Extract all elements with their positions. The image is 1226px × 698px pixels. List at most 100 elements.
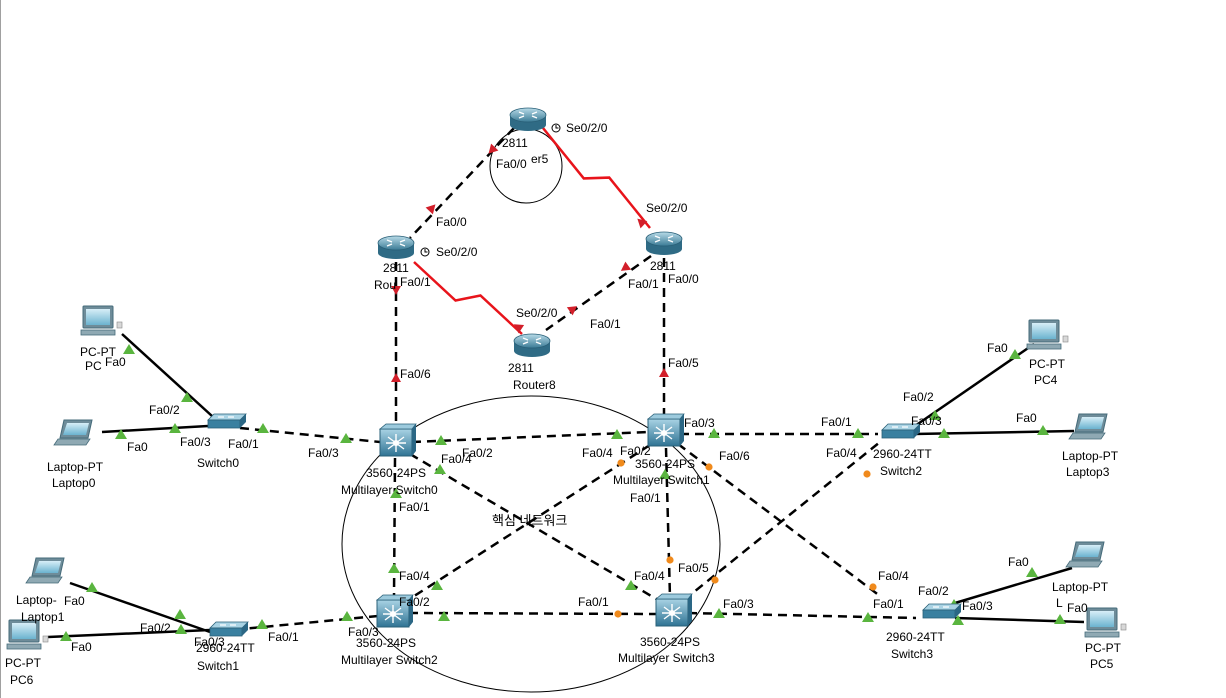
link-msw3-switch3-b-port-label: Fa0/1 <box>873 597 904 611</box>
link-msw0-msw2-a-status-light <box>390 488 402 498</box>
device-msw1-name-label: Multilayer Switch1 <box>613 473 710 487</box>
device-router6-name-label: Rou <box>374 278 396 292</box>
link-msw3-switch3-crossover-cable[interactable] <box>687 611 917 620</box>
link-pc5-switch3-a-status-light <box>1054 614 1066 624</box>
link-laptop3-switch2-b-status-light <box>938 428 950 438</box>
link-msw2-switch1-a-port-label: Fa0/3 <box>348 625 379 639</box>
laptop-icon <box>1068 413 1108 440</box>
laptop-icon <box>25 557 65 584</box>
device-pc5-model-label: PC-PT <box>1085 641 1122 655</box>
link-msw3-switch2-a-status-light <box>711 576 719 584</box>
link-msw3-switch3-a-port-label: Fa0/3 <box>723 597 754 611</box>
link-msw1-msw3-crossover-cable[interactable] <box>664 447 672 599</box>
link-msw2-switch1-b-status-light <box>256 619 268 629</box>
device-router8-name-label: Router8 <box>513 378 556 392</box>
link-msw1-switch2-a-status-light <box>708 428 720 438</box>
link-msw0-msw2-b-port-label: Fa0/4 <box>399 569 430 583</box>
link-laptop3-switch2-b-port-label: Fa0/3 <box>911 414 942 428</box>
link-msw3-switch2-crossover-cable[interactable] <box>683 441 881 601</box>
link-pc6-switch1-a-port-label: Fa0 <box>71 640 92 654</box>
link-msw1-msw2-crossover-cable[interactable] <box>407 443 651 602</box>
link-pc5-switch3-straight-cable[interactable] <box>954 616 1085 624</box>
link-router6-msw0-b-status-light <box>391 373 401 382</box>
link-msw0-msw1-a-status-light <box>435 435 447 445</box>
link-msw0-msw2-a-port-label: Fa0/1 <box>399 500 430 514</box>
link-router6-msw0-b-port-label: Fa0/6 <box>400 367 431 381</box>
link-router7-router8-a-status-light <box>620 261 632 271</box>
link-pc6-switch1-b-status-light <box>175 624 187 634</box>
link-pc0-switch0-straight-cable[interactable] <box>121 333 213 417</box>
link-laptop0-switch0-straight-cable[interactable] <box>101 424 209 434</box>
link-msw1-msw2-a-status-light <box>617 459 625 467</box>
link-msw2-msw3-a-status-light <box>438 611 450 621</box>
link-laptop1-switch1-a-port-label: Fa0 <box>64 594 85 608</box>
device-switch0[interactable]: Switch0 <box>197 413 247 470</box>
device-msw0-model-label: 3560-24PS <box>366 466 426 480</box>
link-pc4-switch2-b-status-light <box>929 410 941 420</box>
device-laptop2[interactable]: Laptop-PT L <box>1052 541 1109 610</box>
link-router5-router6-b-status-light <box>425 204 436 215</box>
link-msw0-msw3-crossover-cable[interactable] <box>409 452 659 602</box>
device-router7[interactable]: 2811 <box>645 231 683 273</box>
link-router7-router8-crossover-cable[interactable] <box>545 254 652 332</box>
link-laptop2-switch3-straight-cable[interactable] <box>954 566 1073 605</box>
multilayer-switch-icon <box>654 593 693 627</box>
link-laptop0-switch0-b-status-light <box>169 423 181 433</box>
link-router5-router6-crossover-cable[interactable] <box>409 127 515 239</box>
link-msw1-msw3-b-port-label: Fa0/5 <box>678 561 709 575</box>
device-router7-model-label: 2811 <box>650 259 676 273</box>
link-router7-router8-b-status-light <box>566 306 578 316</box>
link-msw3-switch3-b-status-light <box>862 612 874 622</box>
link-msw2-msw3-b-status-light <box>614 610 622 618</box>
link-msw2-switch1-a-status-light <box>341 611 353 621</box>
link-msw0-msw1-crossover-cable[interactable] <box>411 430 649 444</box>
router-icon <box>513 333 551 357</box>
device-laptop1[interactable]: Laptop-Laptop1 <box>16 557 65 624</box>
link-router6-msw0-a-port-label: Fa0/1 <box>400 275 431 289</box>
link-router5-router7-a-port-label: Se0/2/0 <box>566 121 608 135</box>
link-msw2-msw3-crossover-cable[interactable] <box>408 611 657 616</box>
link-msw1-switch3-crossover-cable[interactable] <box>677 443 881 597</box>
link-pc0-switch0-b-status-light <box>181 392 193 402</box>
device-router8-model-label: 2811 <box>508 361 534 375</box>
link-laptop1-switch1-b-port-label: Fa0/2 <box>140 621 171 635</box>
link-router6-router8-serial-cable[interactable] <box>413 261 523 335</box>
link-msw2-msw3-a-port-label: Fa0/2 <box>399 595 430 609</box>
link-msw1-msw3-b-status-light <box>666 556 674 564</box>
device-switch0-name-label: Switch0 <box>197 456 239 470</box>
device-msw3-model-label: 3560-24PS <box>640 635 700 649</box>
link-msw0-msw1-a-port-label: Fa0/2 <box>462 446 493 460</box>
link-laptop3-switch2-a-port-label: Fa0 <box>1016 411 1037 425</box>
multilayer-switch-icon <box>375 594 414 628</box>
link-msw1-switch3-a-port-label: Fa0/6 <box>719 449 750 463</box>
device-laptop2-model-label: Laptop-PT <box>1052 580 1109 594</box>
pc-icon <box>1084 607 1127 638</box>
device-laptop2-name-label: L <box>1056 596 1063 610</box>
link-pc4-switch2-a-port-label: Fa0 <box>987 341 1008 355</box>
link-pc4-switch2-b-port-label: Fa0/2 <box>903 390 934 404</box>
link-laptop3-switch2-straight-cable[interactable] <box>913 429 1075 436</box>
link-laptop1-switch1-b-status-light <box>174 609 186 619</box>
link-msw0-msw2-crossover-cable[interactable] <box>392 457 397 599</box>
link-router6-router8-b-port-label: Se0/2/0 <box>516 306 558 320</box>
link-router5-router6-a-port-label: Fa0/0 <box>496 157 527 171</box>
link-router5-router7-serial-cable[interactable] <box>542 127 651 229</box>
link-switch0-msw0-b-port-label: Fa0/3 <box>308 446 339 460</box>
